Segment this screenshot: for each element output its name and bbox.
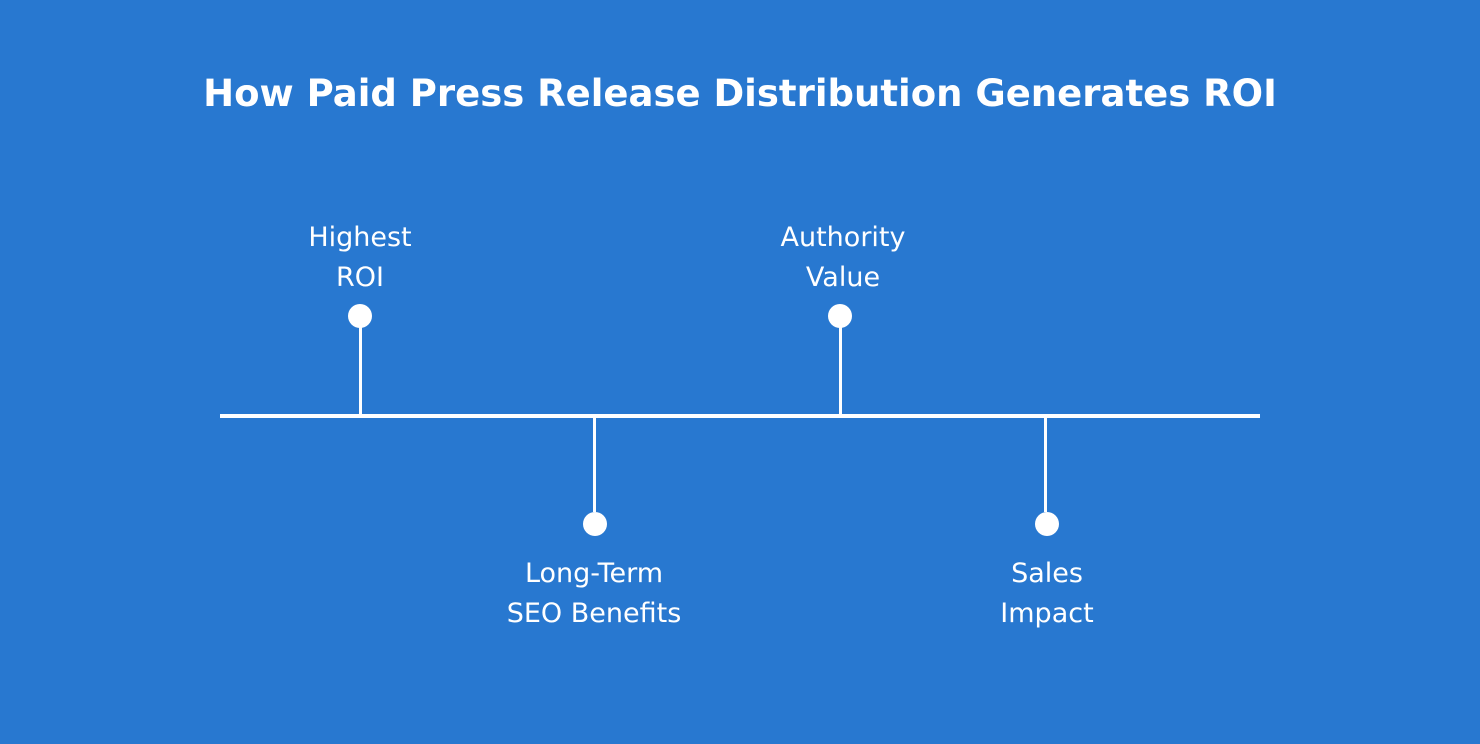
- milestone-label-3: Authority Value: [713, 218, 973, 298]
- milestone-label-4-line1: Sales: [1011, 558, 1083, 589]
- milestone-label-3-line1: Authority: [780, 222, 906, 253]
- milestone-label-1-line2: ROI: [336, 262, 384, 293]
- milestone-label-3-line2: Value: [805, 262, 881, 293]
- milestone-label-1: Highest ROI: [230, 218, 490, 298]
- milestone-stem-2: [593, 416, 596, 512]
- milestone-dot-1: [348, 304, 372, 328]
- milestone-label-4: Sales Impact: [917, 554, 1177, 634]
- milestone-stem-3: [839, 318, 842, 416]
- page-title: How Paid Press Release Distribution Gene…: [203, 72, 1277, 115]
- milestone-label-1-line1: Highest: [308, 222, 412, 253]
- milestone-label-2-line2: SEO Benefits: [506, 598, 682, 629]
- milestone-dot-4: [1035, 512, 1059, 536]
- milestone-label-2: Long-Term SEO Benefits: [464, 554, 724, 634]
- timeline-axis: [220, 414, 1260, 418]
- milestone-label-2-line1: Long-Term: [524, 558, 664, 589]
- milestone-label-4-line2: Impact: [1000, 598, 1094, 629]
- milestone-dot-2: [583, 512, 607, 536]
- milestone-dot-3: [828, 304, 852, 328]
- milestone-stem-4: [1044, 416, 1047, 512]
- milestone-stem-1: [359, 318, 362, 416]
